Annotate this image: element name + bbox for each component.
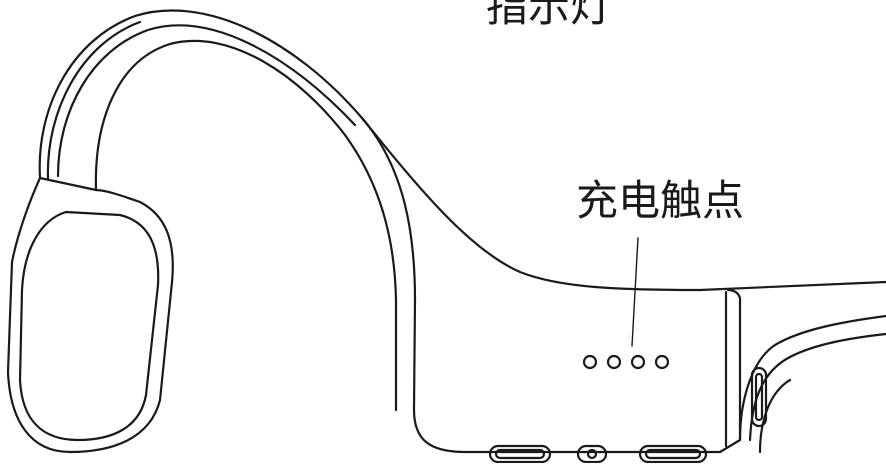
charging-contact-1 bbox=[582, 354, 598, 370]
ear-pad-connector bbox=[38, 176, 98, 192]
bottom-button-right bbox=[638, 444, 708, 464]
neckband-inner-edge bbox=[94, 39, 398, 412]
side-button-inner bbox=[754, 372, 764, 422]
ear-pad-outline bbox=[6, 176, 174, 454]
bottom-button-left-inner bbox=[494, 448, 546, 460]
rear-hook-bottom bbox=[758, 378, 792, 454]
side-button bbox=[750, 366, 768, 428]
indicator-light-label: 指示灯 bbox=[486, 0, 613, 31]
charging-leader-line bbox=[631, 237, 639, 347]
neckband-contour bbox=[56, 24, 357, 178]
charging-contact-3 bbox=[630, 354, 646, 370]
rear-hook-outer bbox=[738, 314, 886, 442]
charging-contacts-label: 充电触点 bbox=[576, 176, 745, 225]
body-rear-edge bbox=[718, 288, 742, 454]
ear-pad-inner bbox=[18, 210, 160, 442]
charging-contact-2 bbox=[606, 354, 622, 370]
charging-contact-4 bbox=[654, 354, 670, 370]
bottom-button-center bbox=[576, 444, 608, 464]
bottom-button-right-inner bbox=[644, 448, 702, 460]
bottom-button-center-dot bbox=[586, 448, 598, 460]
rear-hook-inner bbox=[748, 332, 886, 442]
neckband-outer-edge bbox=[38, 9, 722, 454]
neckband-contour-2 bbox=[46, 20, 142, 180]
bottom-button-left bbox=[488, 444, 552, 464]
body-top-edge bbox=[360, 116, 886, 292]
